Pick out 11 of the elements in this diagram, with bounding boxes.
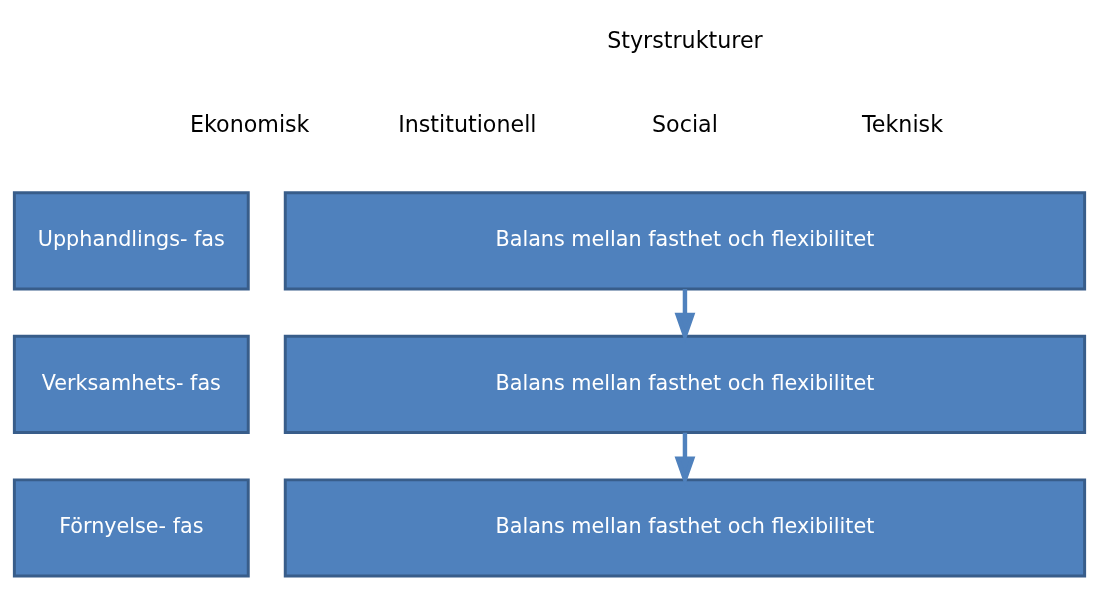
- label: Styrstrukturer: [607, 26, 763, 53]
- node-box: Förnyelse- fas: [12, 478, 250, 578]
- node-box: Upphandlings- fas: [12, 191, 250, 291]
- label: Institutionell: [398, 110, 537, 137]
- node-box: Balans mellan fasthet och flexibilitet: [283, 334, 1087, 434]
- node-box: Verksamhets- fas: [12, 334, 250, 434]
- node-box: Balans mellan fasthet och flexibilitet: [283, 191, 1087, 291]
- label: Social: [652, 110, 718, 137]
- label: Ekonomisk: [189, 110, 310, 137]
- node-box: Balans mellan fasthet och flexibilitet: [283, 478, 1087, 578]
- label: Teknisk: [862, 110, 944, 137]
